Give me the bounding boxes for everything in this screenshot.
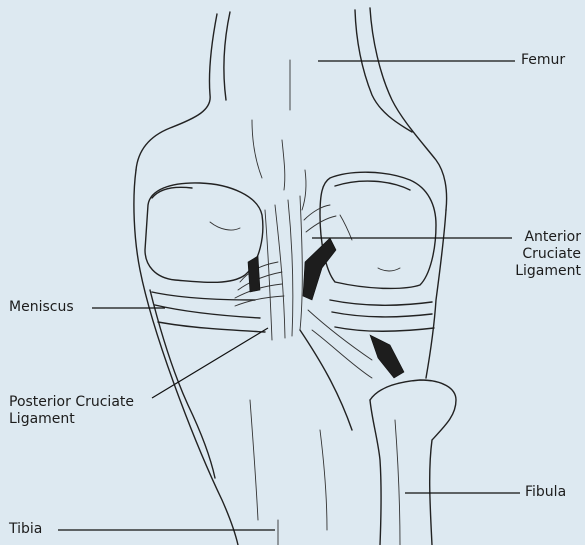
fibula bbox=[370, 380, 456, 545]
anterior-cruciate-label-line3: Ligament bbox=[515, 263, 581, 280]
posterior-cruciate-leader-line bbox=[152, 328, 268, 398]
femur-shaft bbox=[136, 8, 447, 210]
posterior-cruciate-label-line1: Posterior Cruciate bbox=[9, 394, 134, 411]
femur-label: Femur bbox=[521, 52, 565, 69]
fibula-label: Fibula bbox=[525, 484, 566, 501]
leader-lines bbox=[58, 61, 520, 530]
posterior-cruciate-label-line2: Ligament bbox=[9, 411, 134, 428]
anterior-cruciate-label-line2: Cruciate bbox=[515, 246, 581, 263]
posterior-cruciate-label: Posterior Cruciate Ligament bbox=[9, 394, 134, 428]
meniscus-label: Meniscus bbox=[9, 299, 74, 316]
anterior-cruciate-label: Anterior Cruciate Ligament bbox=[515, 229, 581, 280]
tibia-label: Tibia bbox=[9, 521, 42, 538]
anterior-cruciate-label-line1: Anterior bbox=[515, 229, 581, 246]
